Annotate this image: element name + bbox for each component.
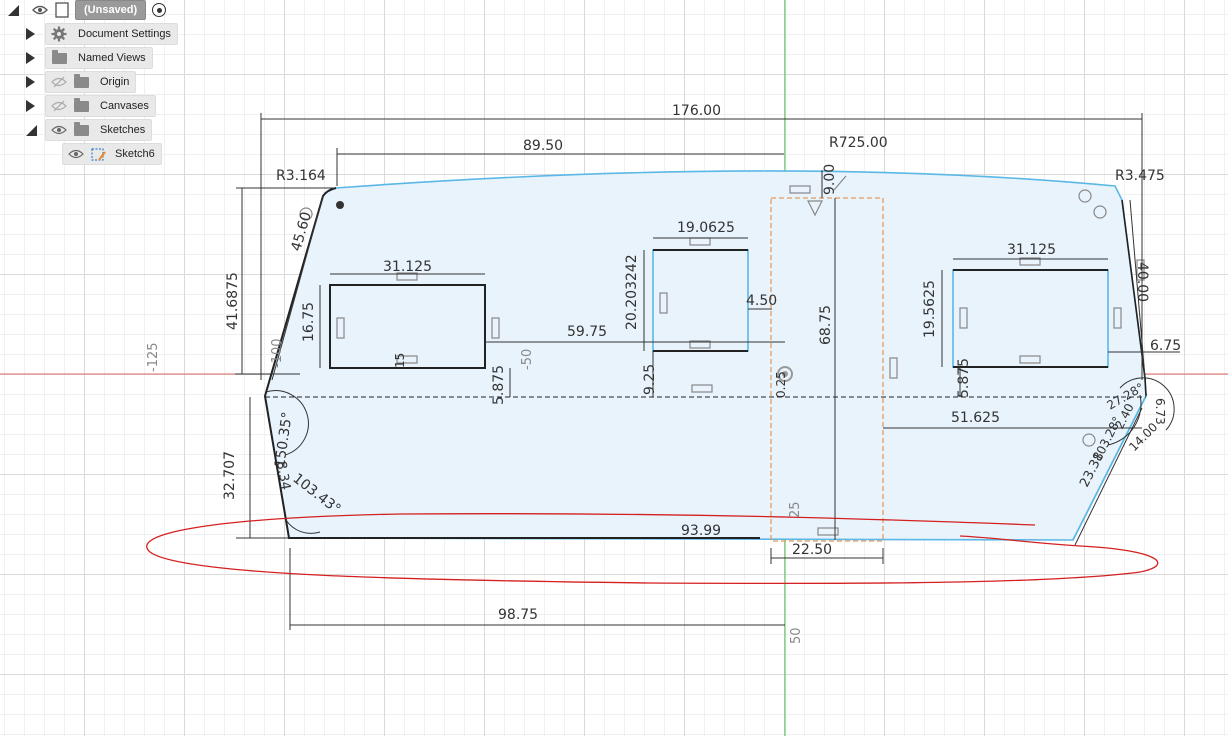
folder-icon	[72, 121, 90, 138]
dim-right-5875[interactable]: 5.875	[956, 358, 972, 398]
expand-canvases-icon[interactable]	[26, 100, 35, 112]
dim-bottom-width[interactable]: 98.75	[498, 607, 538, 623]
axis-label-bottom: 50	[789, 627, 804, 644]
gear-icon	[50, 26, 68, 42]
browser-item-canvases[interactable]: Canvases	[26, 95, 156, 117]
dim-left-lower-slant[interactable]: 8.34	[273, 460, 293, 491]
collapse-sketches-icon[interactable]	[26, 124, 37, 136]
browser-item-label: Sketches	[100, 124, 146, 136]
active-radio-icon[interactable]	[152, 3, 167, 17]
folder-icon	[72, 73, 90, 90]
eye-hidden-icon[interactable]	[50, 98, 68, 114]
dim-right-cluster-3[interactable]: 6.73	[1153, 398, 1167, 425]
dim-corner-radius-left[interactable]: R3.164	[276, 168, 326, 184]
dim-left-5875[interactable]: 5.875	[491, 365, 507, 405]
document-name-badge[interactable]: (Unsaved)	[75, 0, 147, 20]
dim-rect-mid-height[interactable]: 20.203242	[624, 254, 640, 330]
dim-rect-left-width[interactable]: 31.125	[383, 259, 432, 275]
axis-label-mid-minor: -50	[520, 349, 535, 370]
annotation-ellipse	[146, 513, 1159, 585]
dim-right-vertical[interactable]: 40.00	[1134, 262, 1150, 302]
eye-icon[interactable]	[50, 122, 68, 138]
eye-icon[interactable]	[31, 2, 49, 18]
dim-span-59[interactable]: 59.75	[567, 324, 607, 340]
dim-left-lower-height[interactable]: 32.707	[222, 451, 238, 500]
browser-item-origin[interactable]: Origin	[26, 71, 137, 93]
dim-left-height[interactable]: 41.6875	[225, 272, 241, 330]
axis-label-left-minor: -100	[270, 338, 285, 368]
origin-point-icon[interactable]	[777, 366, 793, 382]
dim-top-left-width[interactable]: 89.50	[523, 138, 563, 154]
sketch-point[interactable]	[336, 201, 344, 209]
dim-right-offset[interactable]: 6.75	[1150, 338, 1181, 354]
dim-slot-width[interactable]: 22.50	[792, 542, 832, 558]
dimension-lines	[235, 113, 1180, 630]
folder-icon	[72, 97, 90, 114]
browser-item-label: Document Settings	[78, 28, 171, 40]
dim-rect-mid-width[interactable]: 19.0625	[677, 220, 735, 236]
browser-item-label: Named Views	[78, 52, 146, 64]
document-name: (Unsaved)	[84, 4, 138, 16]
browser-item-named-views[interactable]: Named Views	[26, 47, 153, 69]
browser-item-document-settings[interactable]: Document Settings	[26, 23, 178, 45]
sketch-rect-right-edges	[953, 269, 1108, 368]
dim-mid-925[interactable]: 9.25	[642, 364, 658, 395]
expand-origin-icon[interactable]	[26, 76, 35, 88]
expand-root-icon[interactable]	[8, 4, 19, 16]
folder-icon	[50, 49, 68, 66]
dim-rect-left-height[interactable]: 16.75	[301, 302, 317, 342]
dim-span-51[interactable]: 51.625	[951, 410, 1000, 426]
sketch-icon	[89, 146, 107, 162]
browser-root-row: (Unsaved)	[8, 0, 167, 20]
profile-edge-left[interactable]	[263, 187, 760, 539]
sketch-rect-middle-edges	[653, 249, 748, 352]
axis-label-left: -125	[146, 342, 161, 372]
dim-corner-radius-right[interactable]: R3.475	[1115, 168, 1165, 184]
expand-named-views-icon[interactable]	[26, 52, 35, 64]
dim-rect-mid-gap[interactable]: 4.50	[746, 293, 777, 309]
dim-rect-right-height[interactable]: 19.5625	[922, 280, 938, 338]
browser-item-label: Canvases	[100, 100, 149, 112]
dim-overall-width[interactable]: 176.00	[672, 103, 721, 119]
dim-bottom-span[interactable]: 93.99	[681, 523, 721, 539]
construction-slot[interactable]	[770, 197, 884, 542]
dim-top-9[interactable]: 9.00	[822, 164, 838, 195]
dim-angle-left-upper[interactable]: 150.35°	[272, 411, 296, 469]
browser-item-sketch6[interactable]: Sketch6	[62, 143, 162, 165]
dim-arc-radius[interactable]: R725.00	[829, 135, 888, 151]
constraint-glyphs	[299, 175, 1145, 536]
document-icon	[53, 2, 71, 18]
dim-center-small[interactable]: 0.25	[774, 371, 788, 398]
browser-item-label: Sketch6	[115, 148, 155, 160]
browser-item-label: Origin	[100, 76, 130, 88]
dim-vert-68[interactable]: 68.75	[818, 305, 834, 345]
sketch-rect-left[interactable]	[329, 284, 486, 369]
eye-icon[interactable]	[67, 146, 85, 162]
origin-point-inner	[782, 371, 788, 377]
dim-rect-right-width[interactable]: 31.125	[1007, 242, 1056, 258]
browser-item-sketches[interactable]: Sketches	[26, 119, 153, 141]
profile-edge-right-lower[interactable]	[1072, 395, 1147, 541]
dim-rect-left-small[interactable]: 15	[393, 353, 407, 368]
expand-document-settings-icon[interactable]	[26, 28, 35, 40]
eye-hidden-icon[interactable]	[50, 74, 68, 90]
axis-label-center-minor: 25	[788, 501, 803, 518]
